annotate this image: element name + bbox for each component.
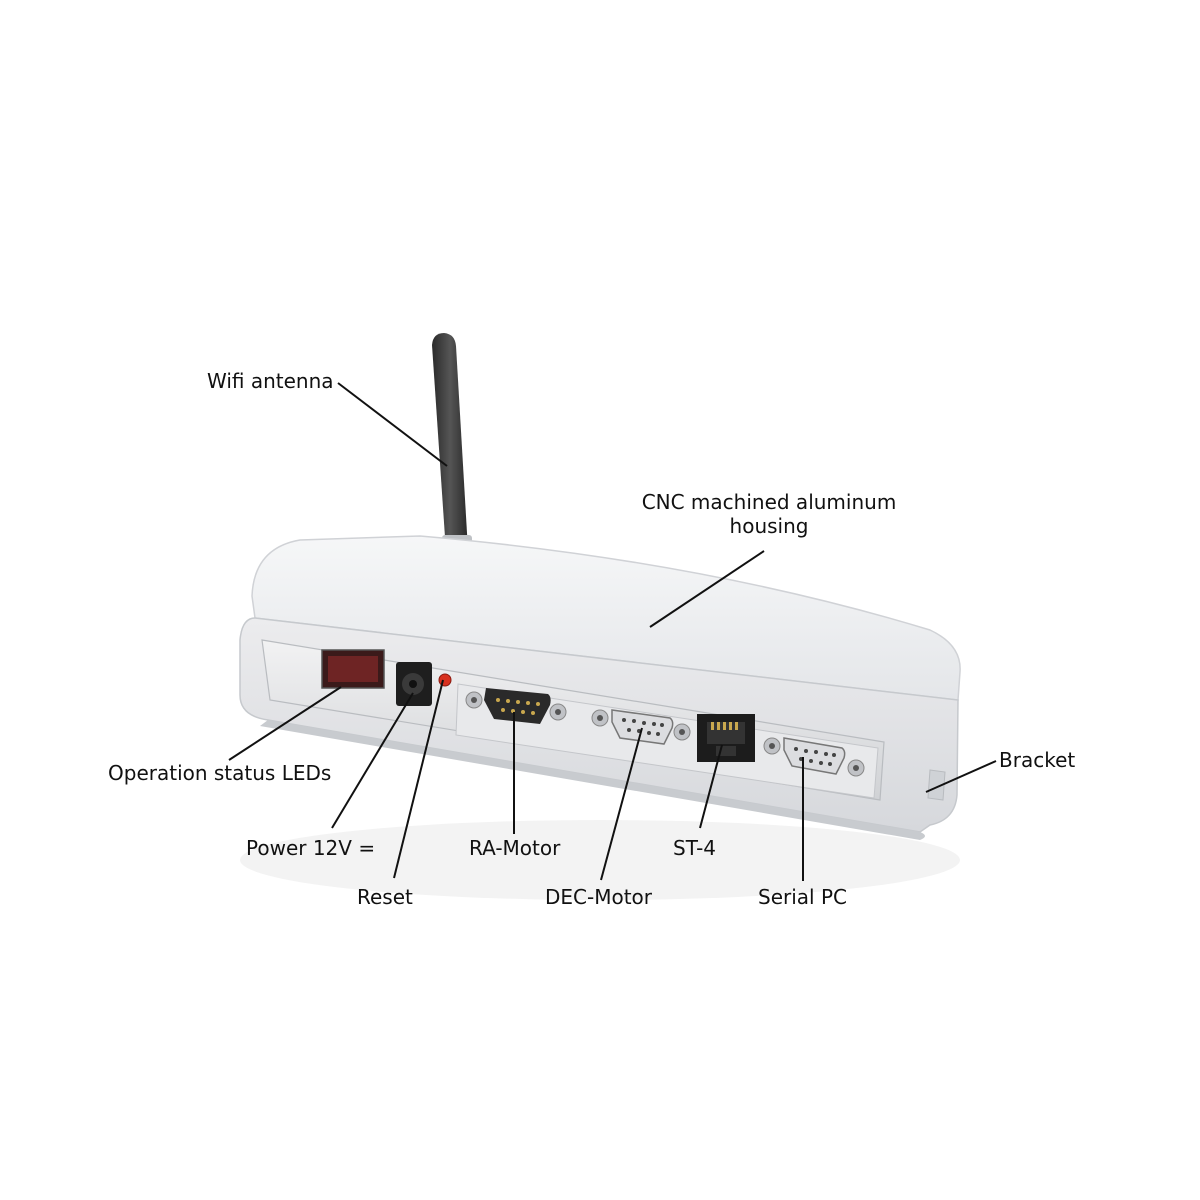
label-housing: CNC machined aluminum housing bbox=[619, 490, 919, 538]
label-housing-line1: CNC machined aluminum bbox=[641, 490, 897, 514]
dec-motor-port-icon bbox=[591, 709, 691, 745]
antenna-icon bbox=[432, 333, 472, 553]
label-power: Power 12V = bbox=[246, 836, 376, 860]
leader-wifi-antenna bbox=[337, 382, 448, 467]
leader-status-leds bbox=[228, 686, 342, 761]
label-bracket: Bracket bbox=[999, 748, 1076, 772]
label-serial-pc: Serial PC bbox=[758, 885, 847, 909]
housing-top bbox=[251, 535, 961, 701]
label-reset: Reset bbox=[357, 885, 413, 909]
leader-dec-motor bbox=[600, 727, 643, 881]
st4-port-icon bbox=[697, 714, 755, 762]
device-shadow bbox=[240, 820, 960, 900]
reset-button-icon bbox=[438, 673, 452, 687]
leader-power bbox=[331, 692, 414, 829]
leader-housing bbox=[649, 550, 765, 628]
label-status-leds: Operation status LEDs bbox=[108, 761, 332, 785]
leader-reset bbox=[393, 679, 444, 879]
label-wifi-antenna: Wifi antenna bbox=[207, 369, 334, 393]
leader-lines bbox=[228, 382, 997, 881]
power-jack-icon bbox=[396, 662, 432, 706]
label-st4: ST-4 bbox=[673, 836, 717, 860]
leader-bracket bbox=[925, 760, 997, 793]
serial-pc-port-icon bbox=[763, 737, 865, 777]
bracket-icon bbox=[927, 769, 946, 801]
status-display-icon bbox=[321, 649, 385, 689]
label-ra-motor: RA-Motor bbox=[469, 836, 561, 860]
leader-st4 bbox=[699, 744, 723, 829]
ra-motor-port-icon bbox=[465, 688, 567, 724]
label-dec-motor: DEC-Motor bbox=[545, 885, 653, 909]
label-housing-line2: housing bbox=[729, 514, 809, 538]
